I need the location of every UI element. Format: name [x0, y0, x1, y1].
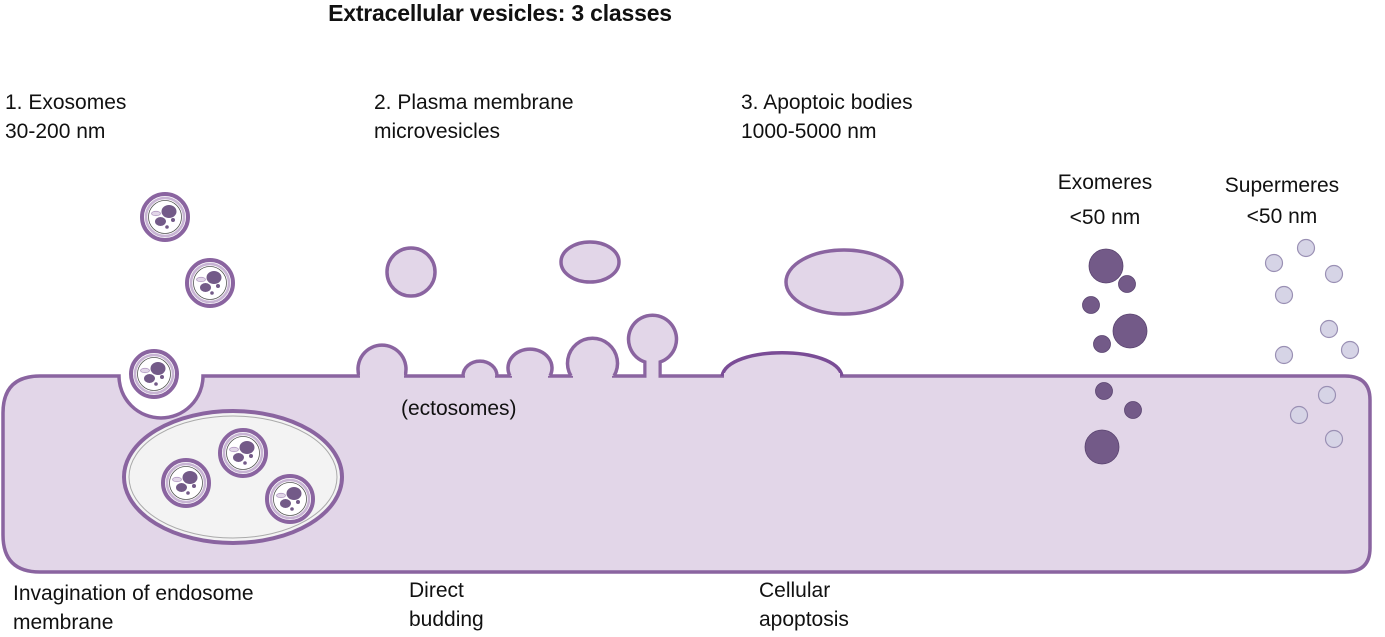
exomere [1082, 296, 1100, 314]
exomere [1084, 429, 1120, 465]
supermere [1289, 405, 1309, 425]
supermere [1296, 238, 1316, 258]
supermere [1317, 385, 1337, 405]
microvesicle [385, 246, 437, 298]
budding-microvesicles [356, 313, 679, 377]
exosome [140, 192, 190, 242]
supermere [1340, 340, 1360, 360]
supermere [1319, 319, 1339, 339]
bud-4 [565, 336, 620, 377]
exomeres-label: Exomeres <50 nm [1045, 165, 1165, 235]
exomere [1118, 275, 1136, 293]
exomere [1093, 335, 1111, 353]
microvesicle-mechanism-line1: Direct [409, 579, 464, 602]
microvesicle-mechanism-line2: budding [409, 608, 484, 631]
exosomes-label: 1. Exosomes 30-200 nm [5, 88, 126, 146]
microvesicle-mechanism: Direct budding [409, 576, 484, 634]
bud-5-stalked [626, 313, 679, 376]
exomere [1112, 313, 1148, 349]
apoptotic-body [784, 248, 904, 316]
exomeres-size: <50 nm [1069, 206, 1141, 229]
exosome-mechanism-line1: Invagination of endosome [13, 582, 254, 605]
supermere [1274, 345, 1294, 365]
exosome-mechanism-line2: membrane [13, 611, 114, 634]
diagram-title: Extracellular vesicles: 3 classes [328, 0, 672, 26]
supermeres-size: <50 nm [1246, 205, 1318, 228]
supermere [1264, 253, 1284, 273]
supermere [1324, 429, 1344, 449]
ectosomes-label: (ectosomes) [401, 397, 517, 420]
exosome-releasing [129, 349, 179, 399]
exosome [185, 258, 235, 308]
exomere [1088, 248, 1124, 284]
supermere [1274, 285, 1294, 305]
bud-1 [356, 343, 408, 377]
cell-body [1, 374, 1372, 574]
exomeres-name: Exomeres [1057, 171, 1153, 194]
supermere [1324, 264, 1344, 284]
exosome-mechanism: Invagination of endosome membrane [13, 579, 254, 637]
apoptotic-bleb [720, 351, 844, 377]
exomeres [1082, 248, 1148, 465]
supermeres [1264, 238, 1360, 449]
apoptotic-bodies-size: 1000-5000 nm [741, 120, 877, 143]
exomere [1095, 382, 1113, 400]
apoptosis-mechanism-line1: Cellular [759, 579, 831, 602]
microvesicles-name: 2. Plasma membrane [374, 91, 574, 114]
bud-2 [461, 359, 499, 377]
intraluminal-vesicle [218, 428, 268, 478]
apoptotic-bodies-name: 3. Apoptoic bodies [741, 91, 913, 114]
exosomes-size: 30-200 nm [5, 120, 106, 143]
supermeres-name: Supermeres [1224, 174, 1340, 197]
microvesicle [559, 240, 621, 284]
apoptotic-bodies-label: 3. Apoptoic bodies 1000-5000 nm [741, 88, 913, 146]
exomere [1124, 401, 1142, 419]
intraluminal-vesicle [265, 474, 315, 524]
intraluminal-vesicle [161, 458, 211, 508]
apoptosis-mechanism: Cellular apoptosis [759, 576, 849, 634]
supermeres-label: Supermeres <50 nm [1222, 170, 1342, 232]
microvesicles-label: 2. Plasma membrane microvesicles [374, 88, 574, 146]
microvesicles-name-2: microvesicles [374, 120, 501, 143]
exosomes-name: 1. Exosomes [5, 91, 127, 114]
bud-3 [506, 347, 554, 377]
released-microvesicles [385, 240, 621, 298]
apoptosis-mechanism-line2: apoptosis [759, 608, 849, 631]
